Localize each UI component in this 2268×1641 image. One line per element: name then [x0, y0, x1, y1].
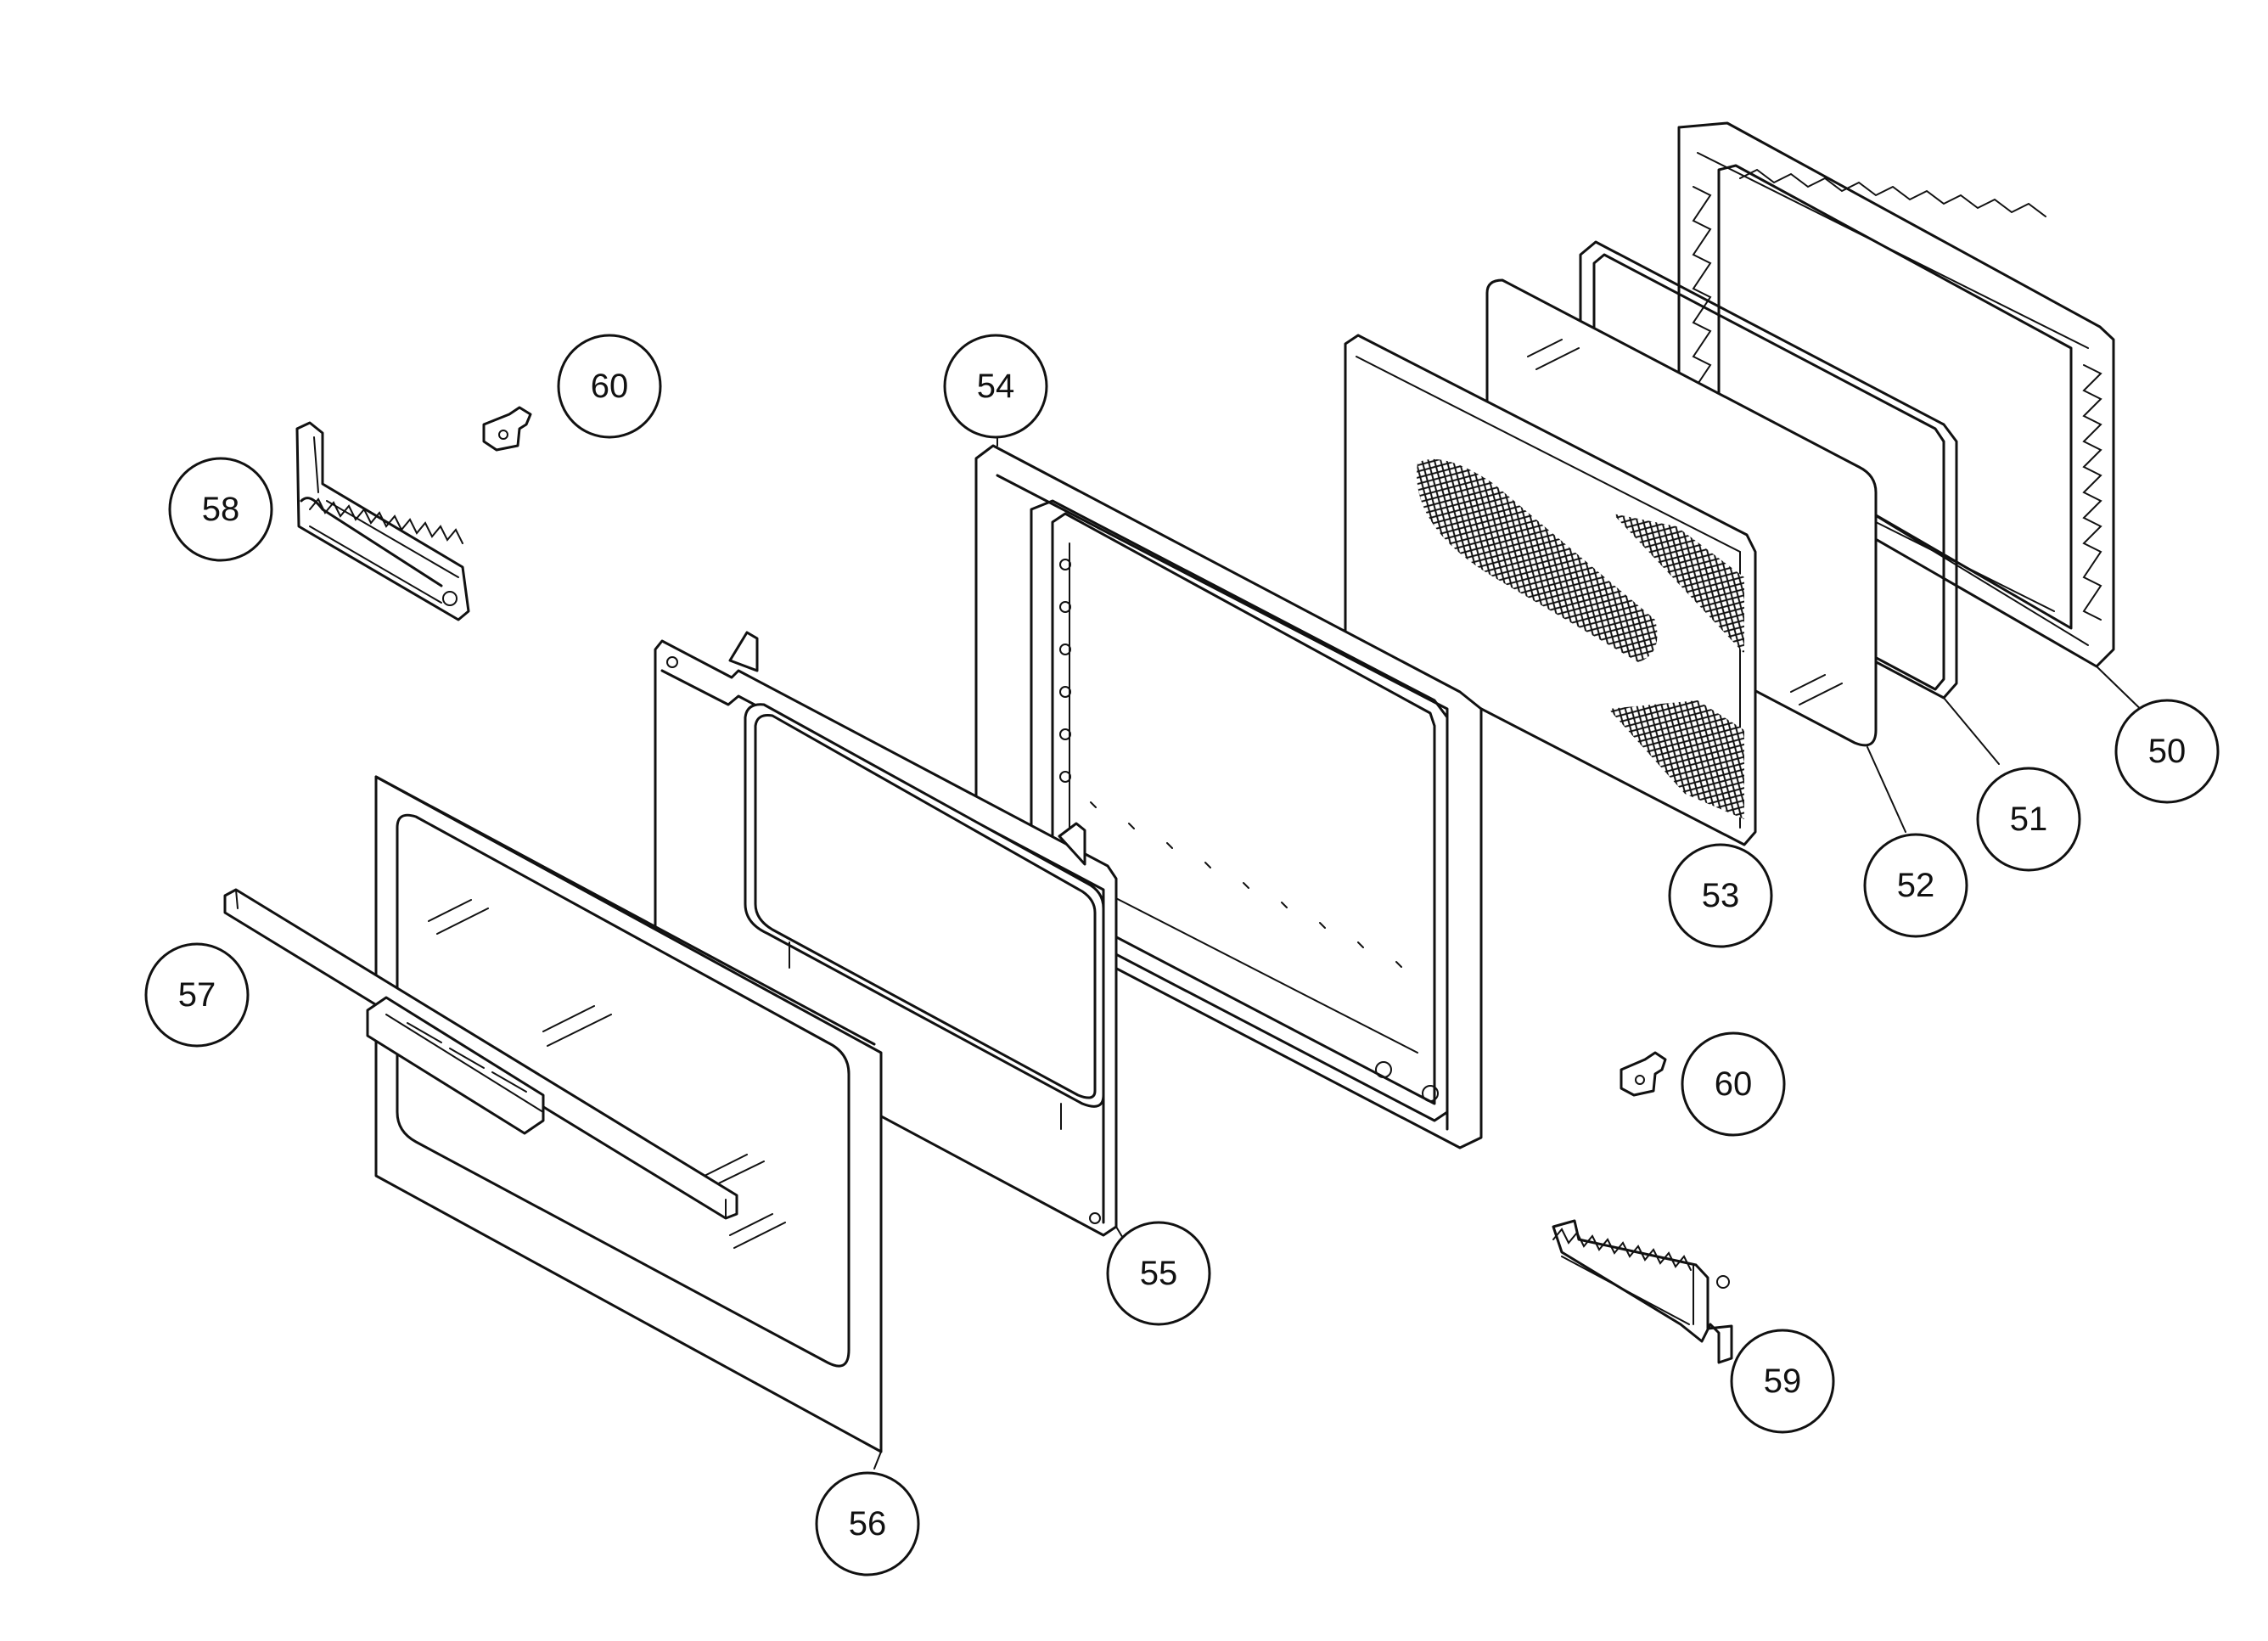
callout-60-top: 60 [557, 334, 662, 439]
part-56-outer-door-glass [374, 775, 883, 1470]
part-60-bottom-clip [1620, 1051, 1667, 1097]
svg-text:51: 51 [2010, 801, 2048, 838]
part-58-spring [309, 497, 463, 604]
part-58-left-hinge [295, 421, 470, 621]
svg-text:60: 60 [1715, 1065, 1753, 1103]
callout-54: 54 [943, 334, 1048, 439]
callout-55: 55 [1106, 1221, 1211, 1326]
callout-52: 52 [1863, 833, 1968, 938]
callout-51: 51 [1976, 767, 2081, 872]
svg-text:55: 55 [1140, 1255, 1178, 1292]
callout-57: 57 [144, 942, 250, 1048]
callout-53: 53 [1668, 843, 1773, 948]
svg-text:52: 52 [1897, 867, 1935, 904]
svg-text:60: 60 [591, 368, 629, 405]
callout-60-bottom: 60 [1681, 1031, 1786, 1137]
callout-56: 56 [815, 1471, 920, 1576]
part-57-door-handle [223, 888, 738, 1220]
svg-text:56: 56 [849, 1505, 887, 1543]
part-55-glass-frame [654, 631, 1130, 1249]
svg-text:58: 58 [202, 491, 240, 528]
part-53-mesh-screen [1344, 334, 1757, 846]
callout-59: 59 [1730, 1329, 1835, 1434]
callout-58: 58 [168, 457, 273, 562]
svg-text:54: 54 [977, 368, 1015, 405]
svg-text:59: 59 [1764, 1363, 1802, 1400]
svg-text:50: 50 [2148, 733, 2187, 770]
svg-text:53: 53 [1702, 877, 1740, 914]
svg-text:57: 57 [178, 976, 216, 1014]
part-59-right-hinge [1552, 1219, 1733, 1364]
callout-50: 50 [2114, 699, 2220, 804]
part-59-spring [1552, 1228, 1692, 1325]
part-60-top-clip [482, 406, 532, 452]
